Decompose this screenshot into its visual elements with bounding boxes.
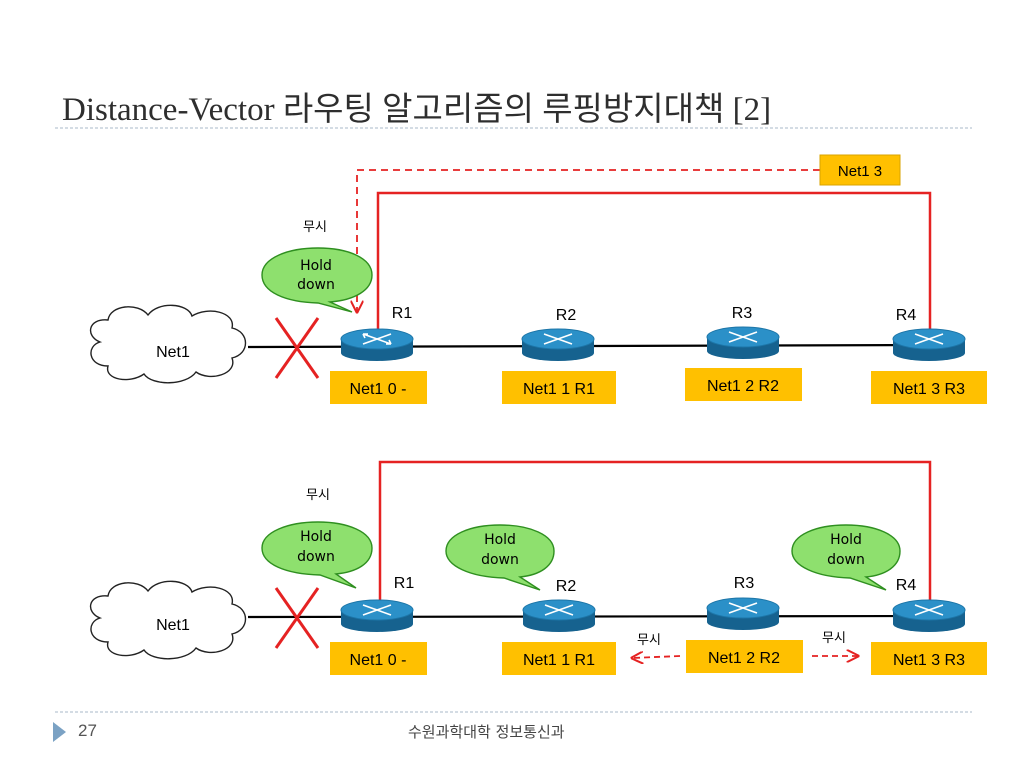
footer-bullet-icon (53, 722, 66, 742)
router-icon (522, 599, 596, 632)
callout-line-1: Hold (300, 258, 332, 274)
hold-down-callout: Hold down (445, 524, 555, 591)
callout-line-2: down (297, 277, 335, 293)
router-icon (340, 599, 414, 632)
router-label: R1 (394, 575, 415, 592)
net1-cloud: Net1 (89, 304, 247, 384)
router-label: R2 (556, 307, 577, 324)
routing-table-text: Net1 2 R2 (707, 378, 779, 395)
routing-table-box (502, 371, 616, 404)
router-label: R2 (556, 578, 577, 595)
callout-line-1: Hold (300, 529, 332, 545)
callout-line-1: Hold (830, 532, 862, 548)
router-label: R3 (732, 305, 753, 322)
update-box-label: Net1 3 (838, 163, 882, 180)
net1-cloud: Net1 (89, 580, 247, 660)
route-loop-line (376, 191, 932, 330)
callout-line-1: Hold (484, 532, 516, 548)
link-failure-x-icon (274, 587, 320, 649)
ignore-label: 무시 (822, 631, 846, 646)
update-dashed-line (357, 169, 820, 312)
router-label: R4 (896, 307, 917, 324)
routing-table-box (330, 371, 427, 404)
footer-text: 수원과학대학 정보통신과 (408, 723, 565, 741)
ignore-label: 무시 (637, 633, 661, 648)
routing-table-text: Net1 0 - (350, 652, 407, 669)
routing-table-box (502, 642, 616, 675)
link-failure-x-icon (274, 317, 320, 379)
routing-table-box (685, 368, 802, 401)
cloud-label: Net1 (156, 344, 190, 361)
callout-line-2: down (297, 549, 335, 565)
hold-down-callout: Hold down (791, 524, 901, 591)
ignore-label: 무시 (306, 488, 330, 503)
router-icon (706, 597, 780, 630)
hold-down-callout: Hold down (261, 521, 373, 589)
router-label: R1 (392, 305, 413, 322)
routing-table-box (330, 642, 427, 675)
router-label: R3 (734, 575, 755, 592)
slide-title: Distance-Vector 라우팅 알고리즘의 루핑방지대책 [2] (62, 92, 772, 128)
routing-table-text: Net1 3 R3 (893, 381, 965, 398)
routing-table-text: Net1 3 R3 (893, 652, 965, 669)
page-number: 27 (78, 721, 97, 740)
router-icon (340, 328, 414, 361)
ignore-label: 무시 (303, 220, 327, 235)
router-icon (521, 328, 595, 361)
callout-line-2: down (827, 552, 865, 568)
route-loop-line (378, 460, 932, 600)
router-icon (892, 328, 966, 361)
routing-table-box (686, 640, 803, 673)
routing-table-text: Net1 1 R1 (523, 652, 595, 669)
update-box: Net1 3 (819, 154, 901, 186)
router-icon (706, 326, 780, 359)
hold-down-callout: Hold down (261, 247, 373, 313)
router-label: R4 (896, 577, 917, 594)
ignore-arrow-left (632, 656, 681, 658)
router-icon (892, 599, 966, 632)
routing-table-text: Net1 0 - (350, 381, 407, 398)
callout-line-2: down (481, 552, 519, 568)
cloud-label: Net1 (156, 617, 190, 634)
routing-table-box (871, 371, 987, 404)
diagram-1: Net1 Net1 3 무시 Hold down (89, 154, 987, 404)
routing-table-text: Net1 1 R1 (523, 381, 595, 398)
diagram-2: Net1 무시 Hold down Hold down Hold down (89, 460, 987, 675)
routing-table-text: Net1 2 R2 (708, 650, 780, 667)
routing-table-box (871, 642, 987, 675)
